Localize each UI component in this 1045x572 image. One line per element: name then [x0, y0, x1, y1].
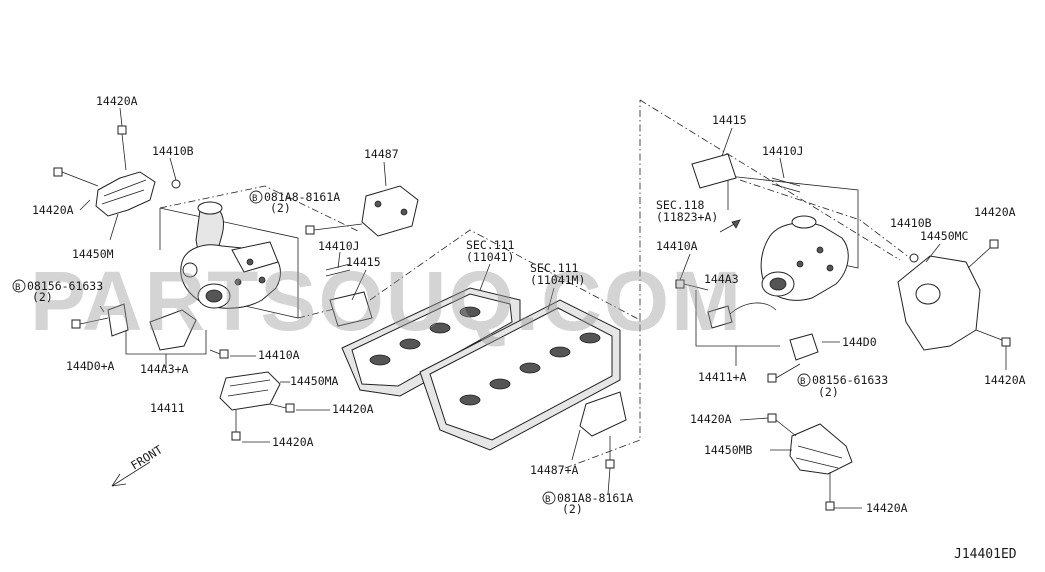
- bolt-marker-icon: [249, 190, 263, 204]
- bolt-marker-icon: [542, 491, 556, 505]
- label-14410J-2: 14410J: [762, 144, 804, 158]
- svg-text:B: B: [252, 194, 257, 204]
- gasket-144D0A: [107, 303, 129, 337]
- label-14450MA: 14450MA: [290, 374, 339, 388]
- bracket-14487: [361, 185, 419, 237]
- bolt-14420A-mb-top: [767, 413, 797, 437]
- label-14420A-3: 14420A: [332, 402, 374, 416]
- intake-ports: [369, 306, 601, 406]
- drawing-code: J14401ED: [954, 547, 1017, 562]
- label-sec111a: SEC.111: [466, 238, 515, 252]
- front-label: FRONT: [128, 442, 165, 472]
- gasket-144A3: [707, 305, 733, 329]
- label-14410A-1: 14410A: [258, 348, 300, 362]
- bolt-14420A-low: [231, 410, 241, 441]
- label-14420A-2: 14420A: [32, 203, 74, 217]
- heat-shield-14450M: [95, 171, 156, 217]
- label-sec118-ref: (11823+A): [656, 210, 718, 224]
- svg-text:(2): (2): [32, 290, 53, 304]
- svg-text:B: B: [800, 377, 805, 387]
- bolt-08156-right: [767, 363, 801, 383]
- bolt-14420A-mid: [269, 403, 295, 413]
- label-14450MC: 14450MC: [920, 229, 969, 243]
- left-turbocharger: [180, 201, 281, 309]
- callout-labels: 14420A 14410B 14420A 14450M B 08156-6163…: [12, 94, 1026, 562]
- gasket-14415-left: [329, 291, 373, 327]
- svg-text:081A8-8161A: 081A8-8161A: [264, 190, 340, 204]
- label-sec118: SEC.118: [656, 198, 705, 212]
- nut-14410B-right: [909, 253, 919, 263]
- label-14420A-4: 14420A: [272, 435, 314, 449]
- label-144A3A: 144A3+A: [140, 362, 189, 376]
- label-14487A: 14487+A: [530, 463, 579, 477]
- label-14411A: 14411+A: [698, 370, 747, 384]
- bolt-08156-left: [71, 317, 109, 329]
- bolt-14420A-mb-low: [825, 472, 835, 511]
- bolt-marker-icon: [797, 373, 811, 387]
- label-14415-1: 14415: [346, 255, 381, 269]
- label-14487: 14487: [364, 147, 399, 161]
- svg-text:B: B: [545, 495, 550, 505]
- stud-14410J-right: [771, 177, 801, 193]
- right-turbocharger: [760, 215, 849, 301]
- bracket-144A3A: [149, 309, 197, 351]
- label-14420A-1: 14420A: [96, 94, 138, 108]
- svg-text:(2): (2): [562, 502, 583, 516]
- label-14450M: 14450M: [72, 247, 114, 261]
- bracket-14487A: [579, 391, 627, 437]
- svg-text:(2): (2): [270, 201, 291, 215]
- label-144D0A: 144D0+A: [66, 359, 115, 373]
- label-14420A-6: 14420A: [984, 373, 1026, 387]
- svg-text:08156-61633: 08156-61633: [812, 373, 888, 387]
- nut-14410B: [171, 179, 181, 189]
- left-turbo-assembly: [53, 125, 361, 441]
- svg-text:B: B: [15, 283, 20, 293]
- bolt-14420A-right-low: [975, 329, 1011, 347]
- label-144A3: 144A3: [704, 272, 739, 286]
- label-14411: 14411: [150, 401, 185, 415]
- bolt-14420A-left: [53, 167, 99, 187]
- bolt-14420A-right-top: [967, 239, 999, 269]
- bolt-14420A-top: [117, 125, 127, 171]
- heat-shield-14450MB: [789, 423, 853, 475]
- leader-lines: [79, 107, 1007, 509]
- svg-text:081A8-8161A: 081A8-8161A: [557, 491, 633, 505]
- label-144D0: 144D0: [842, 335, 877, 349]
- bolt-marker-icon: [12, 279, 26, 293]
- label-14410B-2: 14410B: [890, 216, 932, 230]
- gasket-144D0: [789, 333, 819, 361]
- label-08156-right: B 08156-61633 (2): [797, 373, 888, 399]
- label-sec111b-ref: (11041M): [530, 273, 585, 287]
- bolt-081A8-upper: [305, 223, 363, 235]
- label-14410A-2: 14410A: [656, 239, 698, 253]
- label-14450MB: 14450MB: [704, 443, 753, 457]
- label-14420A-5: 14420A: [974, 205, 1016, 219]
- watermark: PARTSOUQ.COM: [30, 254, 743, 348]
- label-sec111a-ref: (11041): [466, 250, 514, 264]
- label-14420A-7: 14420A: [690, 412, 732, 426]
- heat-shield-14450MC: [897, 255, 981, 351]
- label-14410J-1: 14410J: [318, 239, 360, 253]
- label-08156-left: B 08156-61633 (2): [12, 279, 103, 304]
- center-engine-block: [305, 99, 901, 471]
- gasket-14415-right: [691, 153, 737, 189]
- label-sec111b: SEC.111: [530, 261, 579, 275]
- label-081A8-lower: B 081A8-8161A (2): [542, 491, 633, 516]
- label-081A8-upper: B 081A8-8161A (2): [249, 190, 340, 215]
- label-14410B-1: 14410B: [152, 144, 194, 158]
- svg-text:08156-61633: 08156-61633: [27, 279, 103, 293]
- label-14415-2: 14415: [712, 113, 747, 127]
- svg-text:(2): (2): [818, 385, 839, 399]
- bolt-14410A-left: [209, 349, 229, 359]
- front-direction-arrow: FRONT: [111, 442, 165, 487]
- label-14420A-8: 14420A: [866, 501, 908, 515]
